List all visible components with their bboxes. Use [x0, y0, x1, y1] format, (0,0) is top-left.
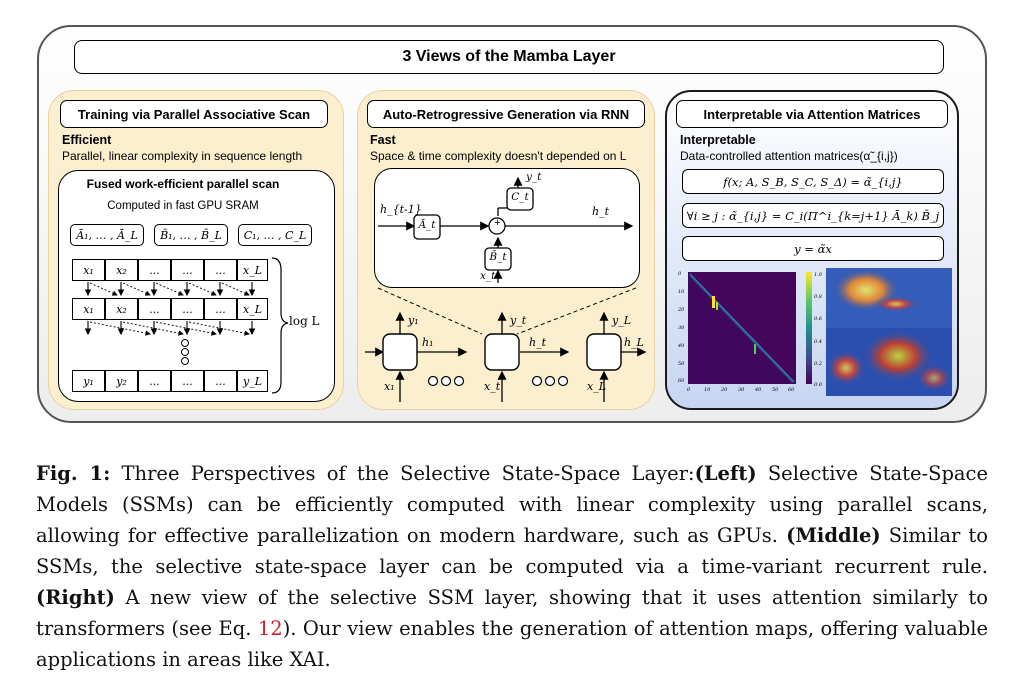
y-tick: 10	[678, 289, 685, 295]
cbar-tick: 0.2	[814, 361, 822, 367]
scan-cell: ...	[204, 370, 237, 392]
scan-cell: x_L	[237, 259, 268, 281]
scan-cell: ...	[171, 370, 204, 392]
equation-reference-link[interactable]: 12	[257, 617, 283, 640]
attention-matrix: 1.0 0.8 0.6 0.4 0.2 0.0 0 10 20 30 40 50…	[677, 271, 823, 393]
label-h-prev: h_{t-1}	[380, 203, 422, 216]
param-box-c: C₁, … , C_L	[238, 224, 312, 246]
unitl-y: y_L	[612, 314, 632, 327]
scan-cell: ...	[204, 259, 237, 281]
scan-cell: ...	[204, 298, 237, 320]
scan-cell: ...	[171, 298, 204, 320]
x-tick: 50	[772, 387, 779, 393]
right-panel-description: Data-controlled attention matrices(α̃_{i…	[680, 149, 898, 163]
c-box: C_t	[511, 191, 529, 203]
right-panel-label: Interpretable	[680, 133, 756, 147]
left-panel-header: Training via Parallel Associative Scan	[60, 100, 328, 128]
x-tick: 40	[754, 387, 762, 393]
cbar-tick: 0.6	[814, 316, 823, 322]
y-tick: 30	[678, 325, 685, 331]
label-h-t: h_t	[592, 205, 610, 218]
unit1-h: h₁	[422, 336, 434, 349]
caption-left-text: Selective State-Space Models (SSMs) can …	[36, 462, 989, 547]
label-x-t-cell: x_t	[480, 270, 496, 282]
left-panel-label: Efficient	[62, 133, 112, 147]
cbar-tick: 0.8	[814, 294, 822, 300]
equation-1: f(x; A, S_B, S_C, S_Δ) = α̃_{i,j}	[682, 169, 944, 194]
scan-cell: x₁	[72, 298, 105, 320]
caption-left-tag: (Left)	[694, 462, 757, 485]
left-panel-description: Parallel, linear complexity in sequence …	[62, 149, 303, 163]
param-box-b: B̄₁, … , B̄_L	[154, 224, 228, 246]
caption-intro: Three Perspectives of the Selective Stat…	[110, 462, 695, 485]
y-tick: 20	[677, 307, 685, 313]
log-l-label: log L	[289, 314, 320, 328]
caption-right-text-2: ). Our view enables the generation of at…	[36, 617, 988, 671]
x-tick: 10	[704, 387, 711, 393]
caption-right-tag: (Right)	[36, 586, 115, 609]
scan-row-2: x₁ x₂ ... ... ... x_L	[72, 298, 268, 320]
x-tick: 20	[720, 387, 728, 393]
plus-node: +	[494, 217, 501, 229]
scan-cell: ...	[138, 370, 171, 392]
unitl-h: h_L	[624, 336, 644, 349]
middle-panel-label: Fast	[370, 133, 396, 147]
right-panel-header: Interpretable via Attention Matrices	[676, 100, 948, 128]
equation-3: y = α̃x	[682, 236, 944, 261]
x-tick: 0	[687, 387, 691, 393]
x-tick: 30	[738, 387, 745, 393]
caption-right-text-1: A new view of the selective SSM layer, s…	[36, 586, 988, 640]
scan-row-1: x₁ x₂ ... ... ... x_L	[72, 259, 268, 281]
cbar-tick: 0.0	[814, 382, 823, 388]
scan-cell: x_L	[237, 298, 268, 320]
parallel-scan-title: Fused work-efficient parallel scan	[86, 177, 280, 191]
figure-caption: Fig. 1: Three Perspectives of the Select…	[36, 458, 988, 675]
scan-cell: y₁	[72, 370, 105, 392]
equation-2: ∀i ≥ j : α̃_{i,j} = C_i(Π^i_{k=j+1} Ā_k)…	[682, 203, 944, 228]
scan-cell: x₂	[105, 298, 138, 320]
cbar-tick: 0.4	[814, 339, 822, 345]
caption-middle-tag: (Middle)	[786, 524, 881, 547]
unitt-x: x_t	[484, 380, 501, 393]
middle-panel-description: Space & time complexity doesn't depended…	[370, 149, 627, 163]
b-bar-box: B̄_t	[489, 251, 507, 263]
y-tick: 50	[678, 361, 685, 367]
a-bar-box: Ā_t	[418, 219, 436, 231]
cbar-tick: 1.0	[814, 272, 823, 278]
x-tick: 60	[788, 387, 795, 393]
scan-cell: ...	[138, 298, 171, 320]
scan-cell: ...	[171, 259, 204, 281]
scan-cell: x₂	[105, 259, 138, 281]
scan-cell: y_L	[237, 370, 268, 392]
unitt-h: h_t	[529, 336, 547, 349]
caption-fig-label: Fig. 1:	[36, 462, 111, 485]
middle-panel-header: Auto-Retrogressive Generation via RNN	[367, 100, 645, 128]
y-tick: 40	[677, 343, 685, 349]
unitt-y: y_t	[510, 314, 527, 327]
unit1-y: y₁	[408, 314, 419, 327]
caption-middle-text: Similar to SSMs, the selective state-spa…	[36, 524, 988, 578]
label-y-t-cell: y_t	[526, 171, 542, 183]
scan-row-output: y₁ y₂ ... ... ... y_L	[72, 370, 268, 392]
y-tick: 0	[678, 271, 682, 277]
attention-map-image	[826, 268, 952, 396]
param-box-a: Ā₁, … , Ā_L	[70, 224, 144, 246]
unitl-x: x_L	[587, 380, 607, 393]
figure-title: 3 Views of the Mamba Layer	[74, 40, 944, 74]
unit1-x: x₁	[384, 380, 395, 393]
scan-cell: x₁	[72, 259, 105, 281]
scan-cell: y₂	[105, 370, 138, 392]
scan-cell: ...	[138, 259, 171, 281]
y-tick: 60	[678, 378, 685, 384]
parallel-scan-subtitle: Computed in fast GPU SRAM	[107, 200, 259, 212]
